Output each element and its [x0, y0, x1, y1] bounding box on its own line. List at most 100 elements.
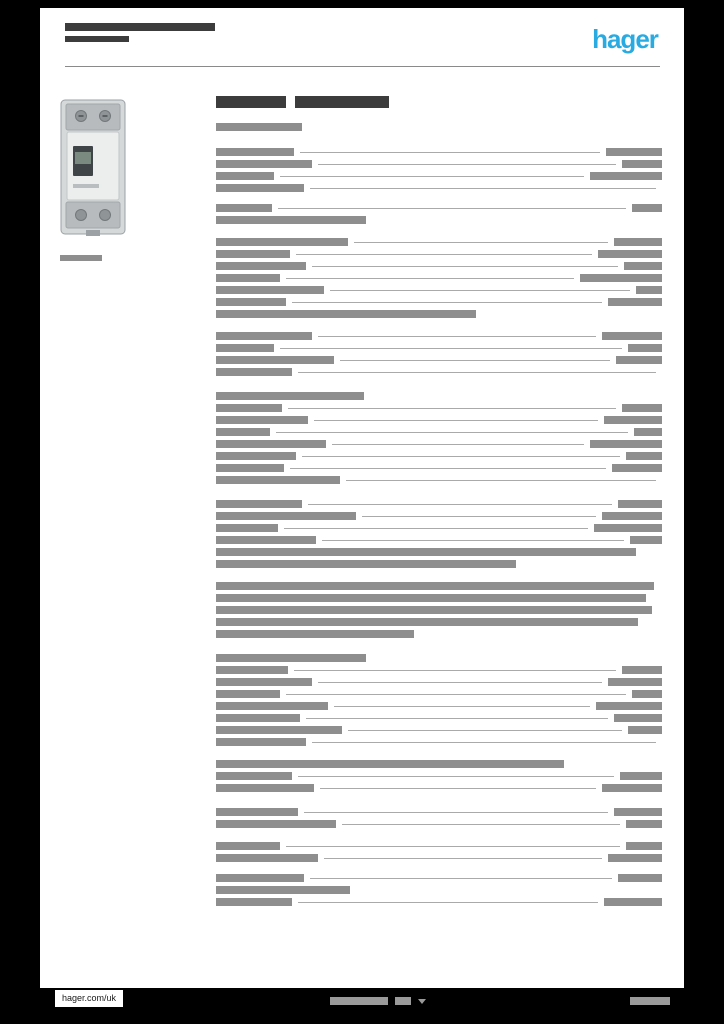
- spec-label-redacted: [216, 392, 364, 400]
- spec-value-redacted: [628, 344, 662, 352]
- spec-value-redacted: [602, 512, 662, 520]
- spec-label-redacted: [216, 216, 366, 224]
- spec-row: [216, 820, 662, 828]
- spec-label-redacted: [216, 428, 270, 436]
- footer-website-link[interactable]: hager.com/uk: [55, 990, 124, 1007]
- spec-row: [216, 618, 662, 626]
- footer-center-redacted: [330, 997, 426, 1005]
- dotted-leader: [286, 693, 626, 695]
- spec-row: [216, 216, 662, 224]
- spec-value-redacted: [616, 356, 662, 364]
- dotted-leader: [302, 455, 620, 457]
- spec-label-redacted: [216, 606, 652, 614]
- spec-row: [216, 368, 662, 376]
- spec-row: [216, 500, 662, 508]
- header-line-redacted: [65, 36, 129, 42]
- spec-row: [216, 416, 662, 424]
- spec-value-redacted: [620, 772, 662, 780]
- dotted-leader: [280, 347, 622, 349]
- kwh-meter-illustration: [60, 99, 126, 236]
- spec-label-redacted: [216, 630, 414, 638]
- spec-label-redacted: [216, 898, 292, 906]
- dotted-leader: [334, 705, 590, 707]
- spec-row: [216, 262, 662, 270]
- dotted-leader: [300, 151, 600, 153]
- spec-section: [216, 238, 662, 318]
- dotted-leader: [348, 729, 622, 731]
- spec-label-redacted: [216, 772, 292, 780]
- spec-value-redacted: [608, 298, 662, 306]
- dotted-leader: [296, 253, 592, 255]
- spec-label-redacted: [216, 702, 328, 710]
- spec-value-redacted: [580, 274, 662, 282]
- spec-value-redacted: [618, 500, 662, 508]
- dotted-leader: [310, 187, 656, 189]
- chevron-down-icon: [418, 998, 426, 1004]
- spec-row: [216, 476, 662, 484]
- spec-value-redacted: [626, 820, 662, 828]
- spec-row: [216, 772, 662, 780]
- dotted-leader: [298, 901, 598, 903]
- spec-row: [216, 760, 662, 768]
- spec-label-redacted: [216, 582, 654, 590]
- spec-row: [216, 738, 662, 746]
- spec-section: [216, 148, 662, 192]
- spec-label-redacted: [216, 854, 318, 862]
- spec-label-redacted: [216, 274, 280, 282]
- spec-value-redacted: [632, 690, 662, 698]
- spec-row: [216, 286, 662, 294]
- spec-label-redacted: [216, 250, 290, 258]
- spec-label-redacted: [216, 238, 348, 246]
- hager-logo-text: hager: [592, 23, 659, 54]
- dotted-leader: [286, 845, 620, 847]
- spec-row: [216, 310, 662, 318]
- spec-section: [216, 500, 662, 568]
- spec-section: [216, 808, 662, 828]
- spec-section: [216, 204, 662, 224]
- spec-row: [216, 404, 662, 412]
- spec-label-redacted: [216, 548, 636, 556]
- dotted-leader: [310, 877, 612, 879]
- spec-row: [216, 392, 662, 400]
- dotted-leader: [278, 207, 626, 209]
- spec-row: [216, 344, 662, 352]
- spec-row: [216, 842, 662, 850]
- spec-row: [216, 606, 662, 614]
- spec-value-redacted: [602, 784, 662, 792]
- spec-value-redacted: [608, 854, 662, 862]
- spec-row: [216, 250, 662, 258]
- spec-label-redacted: [216, 440, 326, 448]
- dotted-leader: [330, 289, 630, 291]
- spec-row: [216, 678, 662, 686]
- spec-value-redacted: [618, 874, 662, 882]
- spec-row: [216, 464, 662, 472]
- spec-label-redacted: [216, 714, 300, 722]
- spec-value-redacted: [590, 440, 662, 448]
- spec-row: [216, 184, 662, 192]
- dotted-leader: [322, 539, 624, 541]
- spec-section: [216, 760, 662, 792]
- spec-row: [216, 874, 662, 882]
- spec-label-redacted: [216, 618, 638, 626]
- spec-value-redacted: [604, 898, 662, 906]
- spec-label-redacted: [216, 204, 272, 212]
- dotted-leader: [284, 527, 588, 529]
- spec-label-redacted: [216, 160, 312, 168]
- spec-label-redacted: [216, 356, 334, 364]
- spec-section: [216, 332, 662, 376]
- caption-bar: [60, 255, 102, 261]
- spec-label-redacted: [216, 654, 366, 662]
- title-word-redacted: [216, 96, 286, 108]
- header-line-redacted: [65, 23, 215, 31]
- dotted-leader: [318, 335, 596, 337]
- spec-label-redacted: [216, 524, 278, 532]
- spec-row: [216, 726, 662, 734]
- spec-row: [216, 452, 662, 460]
- dotted-leader: [276, 431, 628, 433]
- spec-row: [216, 356, 662, 364]
- spec-row: [216, 594, 662, 602]
- spec-row: [216, 582, 662, 590]
- spec-value-redacted: [622, 666, 662, 674]
- header-divider: [65, 66, 660, 67]
